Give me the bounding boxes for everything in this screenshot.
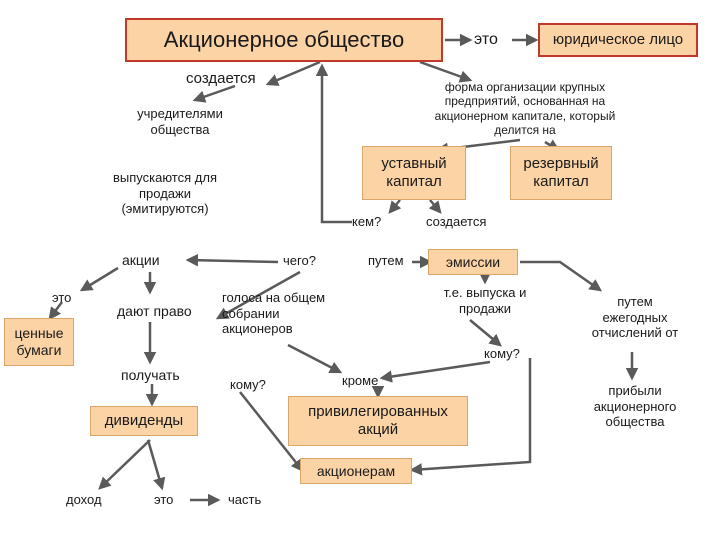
annual-deductions-line-1: путем <box>617 294 653 309</box>
issued-for-sale-line-1: выпускаются для <box>113 170 217 185</box>
except-label: кроме <box>342 373 379 388</box>
arrow-eto-to-securities <box>48 301 63 320</box>
form-definition-line-3: акционерном капитале, который <box>434 108 616 123</box>
form-definition-line-1: форма организации крупных <box>444 80 606 94</box>
komu-right-label: кому? <box>484 346 520 361</box>
annual-deductions-line-2: ежегодных <box>602 309 668 325</box>
arrow-sozdaetsya-to-founders <box>192 84 236 103</box>
give-right-label: дают право <box>117 303 192 319</box>
eto-top-label: это <box>474 31 498 48</box>
securities-line-2: бумаги <box>16 342 62 358</box>
arrow-title-to-form <box>419 60 473 83</box>
reserve-capital-line-2: капитал <box>533 173 589 190</box>
votes-text: голоса на общем собрании акционеров <box>222 290 325 337</box>
joint-stock-company-label: Акционерное общество <box>163 26 405 52</box>
eto-left-label: это <box>52 290 72 305</box>
chego-label: чего? <box>283 253 316 268</box>
preferred-shares-box: привилегированных акций <box>288 396 468 446</box>
legal-entity-box: юридическое лицо <box>538 23 698 57</box>
emission-label: эмиссии <box>445 253 501 270</box>
arrow-authorized-to-sozdaetsya <box>428 199 442 214</box>
authorized-capital-line-1: уставный <box>381 155 447 172</box>
joint-stock-company-box: Акционерное общество <box>125 18 443 62</box>
issue-explain-line-2: продажи <box>459 300 511 316</box>
issue-explain-text: т.е. выпуска и продажи <box>425 285 545 316</box>
dividends-box: дивиденды <box>90 406 198 436</box>
arrow-chego-to-shares <box>185 253 279 267</box>
arrow-chego-to-votes <box>215 270 301 320</box>
shares-label: акции <box>122 252 160 268</box>
annual-deductions-text: путем ежегодных отчислений от <box>585 294 685 341</box>
preferred-shares-line-1: привилегированных <box>308 403 448 420</box>
emission-box: эмиссии <box>428 249 518 275</box>
arrow-title-to-sozdaetsya <box>265 60 321 86</box>
founders-line-2: общества <box>150 121 210 137</box>
form-definition-line-4: делится на <box>494 123 556 138</box>
dividends-label: дивиденды <box>104 412 184 429</box>
votes-line-1: голоса на общем <box>222 290 326 305</box>
arrow-dividends-to-income <box>98 439 151 490</box>
issued-for-sale-line-3: (эмитируются) <box>121 201 209 217</box>
arrow-komu-right-to-shareholders <box>409 358 532 476</box>
reserve-capital-box: резервный капитал <box>510 146 612 200</box>
income-label: доход <box>66 492 102 507</box>
profit-line-1: прибыли <box>608 383 662 398</box>
authorized-capital-box: уставный капитал <box>362 146 466 200</box>
shareholders-box: акционерам <box>300 458 412 484</box>
securities-line-1: ценные <box>14 325 64 342</box>
issued-for-sale-text: выпускаются для продажи (эмитируются) <box>100 170 230 217</box>
profit-line-3: общества <box>605 414 665 430</box>
sozdaetsya-top-label: создается <box>186 70 256 87</box>
annual-deductions-line-3: отчислений от <box>591 325 679 341</box>
kem-label: кем? <box>352 214 382 229</box>
putem-label: путем <box>368 253 404 268</box>
receive-label: получать <box>121 367 180 383</box>
securities-box: ценные бумаги <box>4 318 74 366</box>
form-definition-line-2: предприятий, основанная на <box>444 94 606 109</box>
legal-entity-label: юридическое лицо <box>552 31 684 48</box>
eto-bottom-label: это <box>154 492 174 507</box>
profit-line-2: акционерного <box>593 398 677 414</box>
arrow-votes-to-komu <box>287 343 343 374</box>
arrow-komu-to-except <box>379 360 491 383</box>
issued-for-sale-line-2: продажи <box>139 185 191 201</box>
founders-text: учредителями общества <box>125 106 235 137</box>
sozdaetsya-mid-label: создается <box>426 214 487 229</box>
part-label: часть <box>228 492 262 507</box>
arrow-kem-to-title <box>315 63 352 224</box>
issue-explain-line-1: т.е. выпуска и <box>443 285 527 300</box>
arrow-dividends-to-eto <box>146 439 166 491</box>
votes-line-3: акционеров <box>222 321 293 337</box>
arrow-emission-to-annual <box>520 260 603 292</box>
arrow-explain-to-komu <box>469 319 502 347</box>
shareholders-label: акционерам <box>316 462 396 479</box>
votes-line-2: собрании <box>222 305 280 321</box>
form-definition-text: форма организации крупных предприятий, о… <box>420 80 630 138</box>
authorized-capital-line-2: капитал <box>386 173 442 190</box>
arrow-authorized-to-kem <box>388 199 402 214</box>
komu-mid-label: кому? <box>230 377 266 392</box>
arrow-komu-to-shareholders <box>239 391 304 472</box>
reserve-capital-line-1: резервный <box>523 155 599 172</box>
preferred-shares-line-2: акций <box>357 421 399 438</box>
profit-text: прибыли акционерного общества <box>585 383 685 430</box>
arrow-shares-to-eto <box>79 266 119 292</box>
founders-line-1: учредителями <box>137 106 223 121</box>
